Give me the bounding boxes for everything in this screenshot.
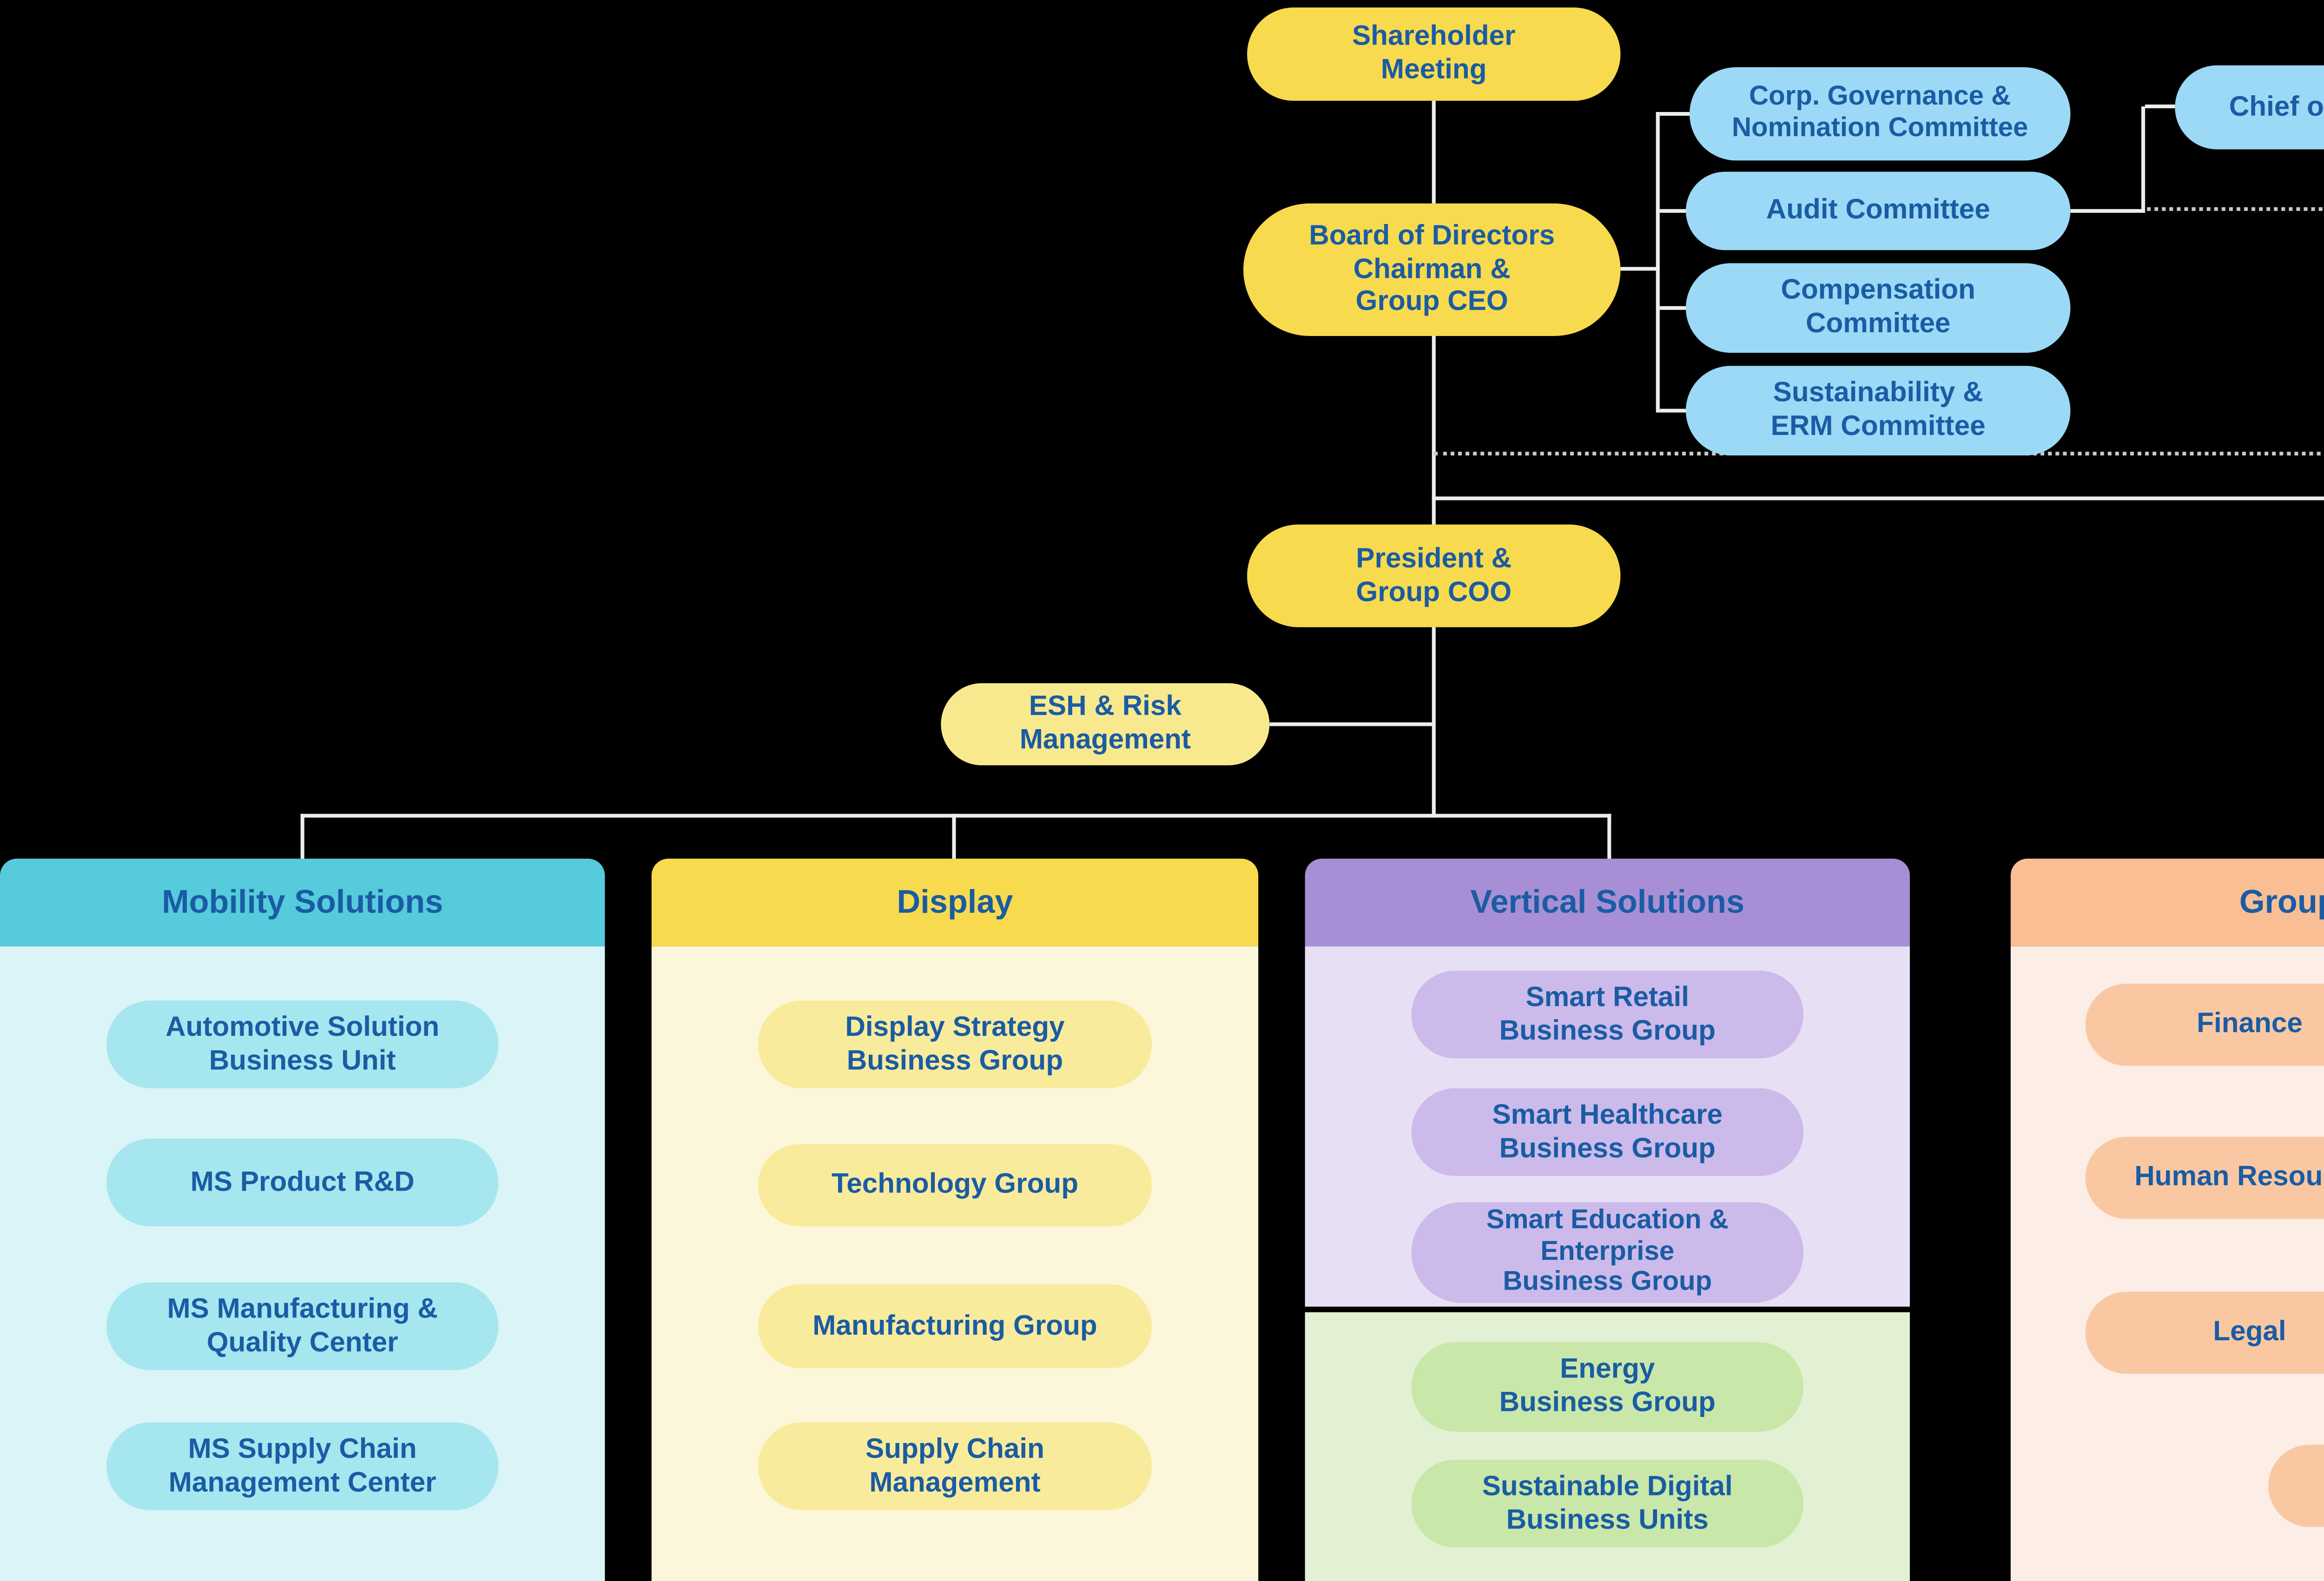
node-board-of-directors: Board of Directors Chairman & Group CEO [1243,203,1621,336]
node-smart-retail-group: Smart Retail Business Group [1411,970,1804,1059]
node-smart-education-group: Smart Education & Enterprise Business Gr… [1411,1202,1804,1303]
connector-board-committees-stub [1620,267,1660,271]
node-automotive-solution-bu: Automotive Solution Business Unit [106,1000,499,1088]
panel-infrastructure-header: Group Infrastructure Unit [2010,858,2324,947]
node-committee-governance: Corp. Governance & Nomination Committee [1690,67,2071,161]
node-supply-chain-management: Supply Chain Management [758,1422,1152,1510]
node-president: President & Group COO [1247,524,1621,627]
connector-committee-governance [1659,112,1690,116]
panel-mobility-header: Mobility Solutions [0,858,605,947]
panel-display-header: Display [651,858,1259,947]
node-committee-sustainability: Sustainability & ERM Committee [1685,366,2071,456]
connector-board-president [1432,336,1436,525]
node-legal: Legal [2085,1291,2324,1374]
connector-esh [1269,722,1434,726]
connector-president-down [1432,627,1436,818]
panel-mobility-solutions: Mobility Solutions Automotive Solution B… [0,858,605,1581]
connector-committee-audit [1659,209,1690,213]
node-committee-compensation: Compensation Committee [1685,263,2071,353]
node-technology-group: Technology Group [758,1144,1152,1226]
node-smart-healthcare-group: Smart Healthcare Business Group [1411,1088,1804,1176]
connector-to-infrastructure-h [1432,496,2324,501]
node-sustainable-digital-units: Sustainable Digital Business Units [1411,1459,1804,1548]
node-esh-risk-management: ESH & Risk Management [941,683,1270,765]
connector-committees-spine [1656,112,1660,413]
connector-committee-sustainability [1659,408,1690,413]
connector-shareholder-board [1432,100,1436,204]
connector-compliance-stub [2145,104,2175,108]
node-ms-manufacturing-quality: MS Manufacturing & Quality Center [106,1282,499,1370]
panel-vertical-green-section: Energy Business Group Sustainable Digita… [1305,1312,1910,1581]
connector-drop-display [952,814,956,861]
connector-committee-compensation [1659,306,1690,310]
panel-group-infrastructure: Group Infrastructure Unit Finance Digita… [2010,858,2324,1581]
node-finance: Finance [2085,983,2324,1066]
connector-distribution [300,814,1611,818]
connector-audit-compliance-h [2070,209,2146,213]
connector-drop-vertical [1607,814,1611,861]
node-chief-of-compliance: Chief of Compliance [2175,65,2324,150]
node-shareholder-meeting: Shareholder Meeting [1247,7,1621,101]
node-ms-supply-chain: MS Supply Chain Management Center [106,1422,499,1510]
dotted-audit-to-edge [2147,207,2324,211]
connector-audit-compliance-v [2141,106,2146,213]
node-manufacturing-group: Manufacturing Group [758,1284,1152,1369]
panel-vertical-solutions: Vertical Solutions Smart Retail Business… [1305,858,1910,1307]
node-display-strategy-group: Display Strategy Business Group [758,1000,1152,1088]
connector-drop-mobility [300,814,304,861]
panel-display: Display Display Strategy Business Group … [651,858,1259,1581]
node-ms-product-rd: MS Product R&D [106,1139,499,1226]
node-energy-business-group: Energy Business Group [1411,1342,1804,1432]
node-human-resource: Human Resource [2085,1137,2324,1219]
panel-vertical-header: Vertical Solutions [1305,858,1910,947]
node-committee-audit: Audit Committee [1685,171,2071,250]
